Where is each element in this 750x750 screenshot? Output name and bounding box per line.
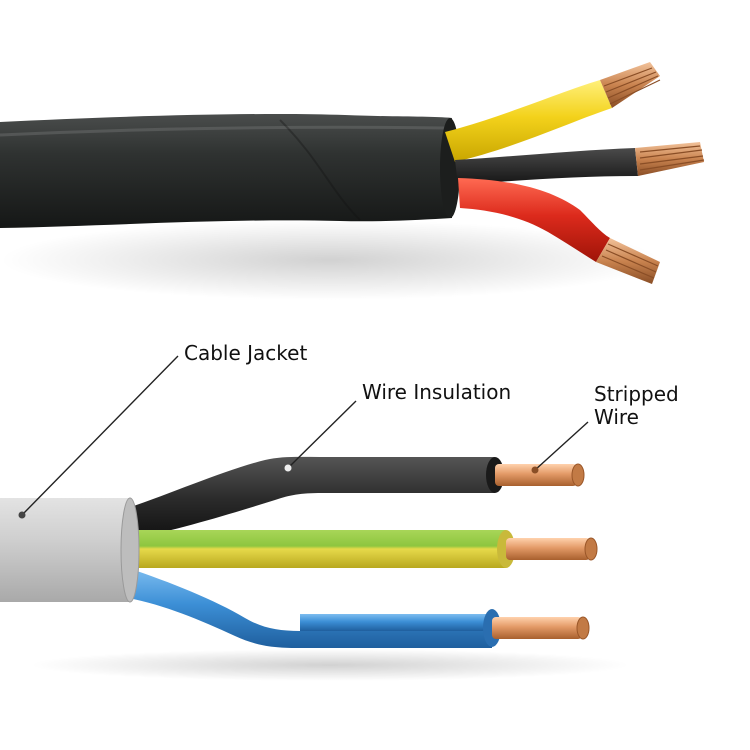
bottom-outer-jacket — [0, 497, 140, 603]
bottom-earth-core — [128, 530, 515, 568]
bottom-earth-copper — [506, 537, 598, 561]
bottom-black-core — [128, 456, 504, 540]
wire-insulation-label: Wire Insulation — [362, 380, 512, 404]
top-cable-photo — [0, 62, 705, 300]
bottom-cable-illustration — [0, 355, 630, 681]
wire-insulation-leader — [287, 400, 357, 469]
top-black-core — [455, 148, 638, 185]
bottom-black-copper — [495, 463, 585, 487]
top-red-strands — [596, 238, 660, 284]
leader-lines — [18, 355, 589, 519]
top-black-strands — [635, 142, 705, 176]
bottom-blue-core — [128, 568, 501, 648]
bottom-blue-copper — [492, 616, 590, 640]
top-yellow-strands — [600, 62, 661, 108]
stripped-wire-label-line1: Stripped — [594, 382, 679, 406]
top-red-core — [458, 178, 610, 262]
cable-jacket-label: Cable Jacket — [184, 341, 308, 365]
top-yellow-core — [445, 80, 612, 162]
stripped-wire-leader — [534, 421, 589, 471]
cable-jacket-leader — [21, 355, 179, 516]
top-outer-jacket — [0, 113, 452, 228]
stripped-wire-label-line2: Wire — [594, 405, 639, 429]
